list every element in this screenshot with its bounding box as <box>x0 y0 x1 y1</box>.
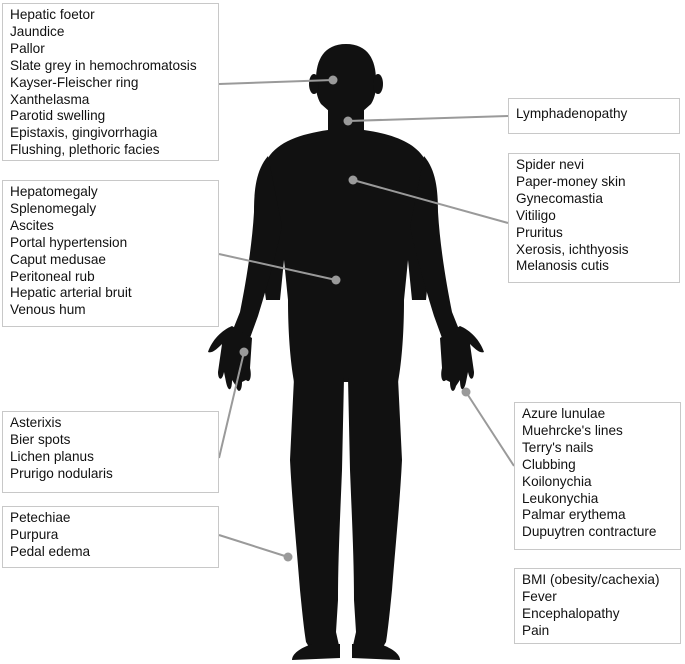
list-item: Vitiligo <box>516 207 556 223</box>
list-item: Melanosis cutis <box>516 258 609 274</box>
list-item: Peritoneal rub <box>10 268 95 284</box>
leader-line-neck <box>347 115 509 122</box>
silhouette-hand-left <box>208 326 252 391</box>
list-item: Muehrcke's lines <box>522 422 623 438</box>
list-item: Dupuytren contracture <box>522 524 657 540</box>
anchor-dot-head <box>328 75 338 85</box>
list-item: Encephalopathy <box>522 605 620 621</box>
silhouette-arm-right <box>410 156 460 338</box>
list-item: Asterixis <box>10 415 62 430</box>
list-item: Epistaxis, gingivorrhagia <box>10 125 158 141</box>
list-item: Spider nevi <box>516 157 585 172</box>
leader-line-nails <box>465 391 515 467</box>
list-item: Pallor <box>10 40 45 56</box>
list-item: Pedal edema <box>10 543 91 559</box>
list-item: Purpura <box>10 526 59 542</box>
list-item: Leukonychia <box>522 490 599 506</box>
silhouette-ear-right <box>373 74 383 94</box>
list-item: Clubbing <box>522 456 576 472</box>
list-item: Gynecomastia <box>516 190 603 206</box>
anchor-dot-skin <box>348 175 358 185</box>
silhouette-ear-left <box>309 74 319 94</box>
silhouette-head <box>315 44 377 112</box>
anchor-dot-neck <box>343 116 353 126</box>
leader-line-hands <box>218 351 245 459</box>
list-item: Terry's nails <box>522 439 594 455</box>
anchor-dots <box>239 75 471 562</box>
list-item: Hepatic foetor <box>10 7 95 22</box>
silhouette-foot-left <box>292 644 340 660</box>
silhouette-leg-right <box>348 378 402 652</box>
list-item: Pruritus <box>516 224 563 240</box>
list-item: Palmar erythema <box>522 507 626 523</box>
list-item: Prurigo nodularis <box>10 465 113 481</box>
anchor-dot-nails <box>461 387 471 397</box>
anchor-dot-abdomen <box>331 275 341 285</box>
human-silhouette <box>208 44 484 660</box>
list-item: Venous hum <box>10 302 86 318</box>
silhouette-foot-right <box>352 644 400 660</box>
list-item: Petechiae <box>10 510 71 525</box>
list-item: Ascites <box>10 217 54 233</box>
list-item: Portal hypertension <box>10 234 128 250</box>
leader-line-abdomen <box>218 253 337 281</box>
list-item: Flushing, plethoric facies <box>10 142 160 158</box>
list-item: Hepatomegaly <box>10 184 98 199</box>
list-item: Caput medusae <box>10 251 106 267</box>
box-neck-signs: Lymphadenopathy <box>508 98 680 134</box>
list-item: Lichen planus <box>10 448 94 464</box>
list-item: Splenomegaly <box>10 200 97 216</box>
list-item: Slate grey in hemochromatosis <box>10 57 197 73</box>
list-item: Pain <box>522 622 550 638</box>
list-item: Xanthelasma <box>10 91 90 107</box>
silhouette-leg-left <box>290 378 344 652</box>
silhouette-hand-right <box>440 326 484 391</box>
list-item: Lymphadenopathy <box>516 106 628 121</box>
list-neck-signs: Lymphadenopathy <box>516 106 679 123</box>
list-item: Xerosis, ichthyosis <box>516 241 629 257</box>
list-item: Azure lunulae <box>522 406 606 421</box>
leader-lines <box>218 79 515 558</box>
leader-line-head <box>218 79 334 85</box>
list-item: Kayser-Fleischer ring <box>10 74 139 90</box>
leader-line-legs <box>218 534 289 558</box>
list-item: Koilonychia <box>522 473 592 489</box>
list-item: BMI (obesity/cachexia) <box>522 572 660 587</box>
list-item: Jaundice <box>10 23 65 39</box>
anchor-dot-legs <box>283 552 293 562</box>
anchor-dot-hands <box>239 347 249 357</box>
leader-line-skin <box>352 179 509 224</box>
list-item: Fever <box>522 588 557 604</box>
list-item: Paper-money skin <box>516 173 626 189</box>
silhouette-torso <box>258 130 432 382</box>
list-item: Hepatic arterial bruit <box>10 285 132 301</box>
list-item: Parotid swelling <box>10 108 106 124</box>
silhouette-arm-left <box>232 156 282 338</box>
list-item: Bier spots <box>10 431 71 447</box>
